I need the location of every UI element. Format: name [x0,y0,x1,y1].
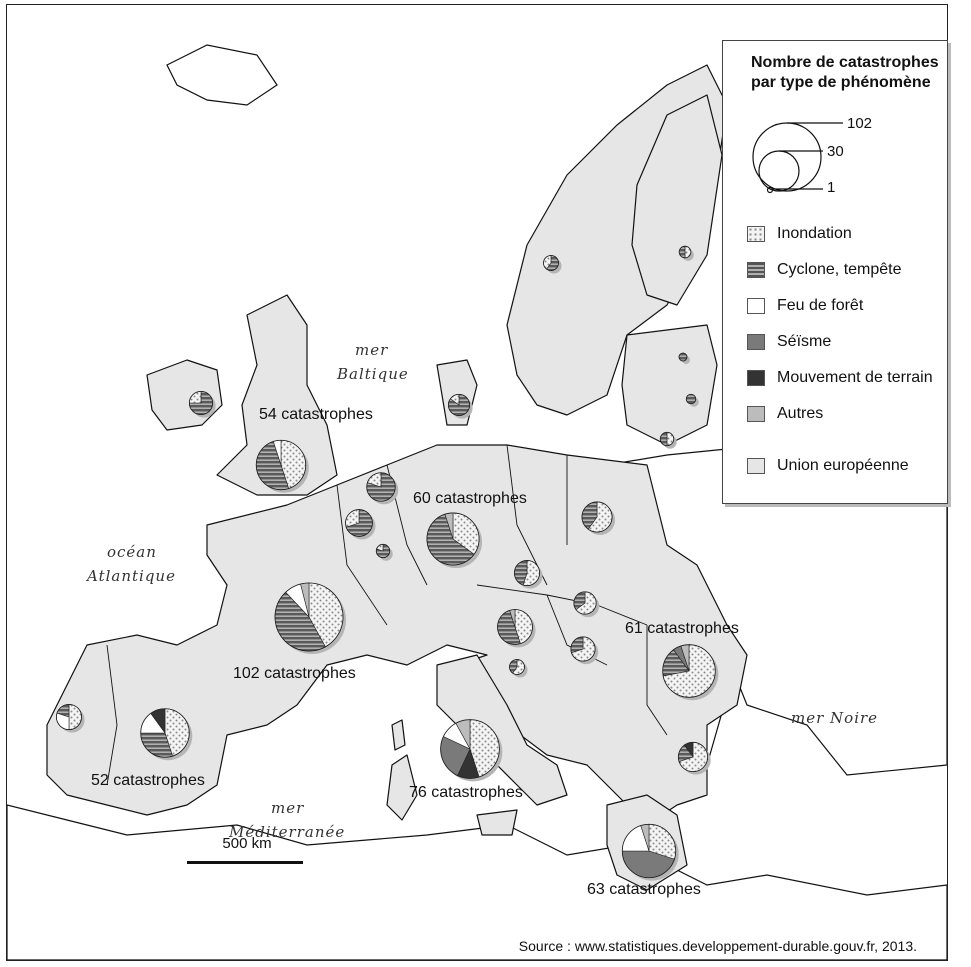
swatch-mid-icon [747,334,765,350]
legend: Nombre de catastrophes par type de phéno… [722,40,948,504]
swatch-stripes-icon [747,262,765,278]
legend-item-cyclone: Cyclone, tempête [747,259,902,281]
cat-label-greece: 63 catastrophes [587,881,701,898]
swatch-eu-icon [747,458,765,474]
legend-item-eu: Union européenne [747,455,909,477]
scale-bar: 500 km [187,835,307,865]
sea-label-atlantique-2: Atlantique [85,567,176,585]
eu-countries [47,65,747,890]
legend-label-eu: Union européenne [777,457,909,475]
legend-item-feu: Feu de forêt [747,295,863,317]
cat-label-spain: 52 catastrophes [91,772,205,789]
legend-label-seisme: Séïsme [777,333,831,351]
legend-title-line2: par type de phénomène [751,73,939,93]
sea-label-atlantique-1: océan [107,543,157,561]
swatch-dots-icon [747,226,765,242]
legend-item-autres: Autres [747,403,823,425]
swatch-light-icon [747,406,765,422]
legend-label-cyclone: Cyclone, tempête [777,261,902,279]
legend-item-mouvement: Mouvement de terrain [747,367,933,389]
size-circle-30 [759,151,799,191]
size-label-30: 30 [827,143,844,160]
legend-item-seisme: Séïsme [747,331,831,353]
legend-label-mouvement: Mouvement de terrain [777,369,933,387]
cat-label-france: 102 catastrophes [233,665,356,682]
cat-label-romania: 61 catastrophes [625,620,739,637]
size-label-102: 102 [847,115,872,132]
sicily [477,810,517,835]
cat-label-uk: 54 catastrophes [259,406,373,423]
corsica [392,720,405,750]
sea-label-baltique-1: mer [355,341,388,359]
legend-item-inondation: Inondation [747,223,852,245]
baltics [622,325,717,445]
sea-label-mediterranee-1: mer [271,799,304,817]
sea-label-noire: mer Noire [791,709,878,727]
swatch-dark-icon [747,370,765,386]
legend-title: Nombre de catastrophes par type de phéno… [751,53,939,93]
legend-label-inondation: Inondation [777,225,852,243]
legend-label-feu: Feu de forêt [777,297,863,315]
legend-title-line1: Nombre de catastrophes [751,53,939,73]
size-label-1: 1 [827,179,835,196]
size-circle-102 [753,123,821,191]
cat-label-germany: 60 catastrophes [413,490,527,507]
scale-line [187,861,303,864]
swatch-white-icon [747,298,765,314]
source-text: Source : www.statistiques.developpement-… [519,938,917,954]
sea-label-baltique-2: Baltique [336,365,409,383]
ireland [147,360,222,430]
legend-label-autres: Autres [777,405,823,423]
scale-label: 500 km [187,835,307,852]
cat-label-italy: 76 catastrophes [409,784,523,801]
